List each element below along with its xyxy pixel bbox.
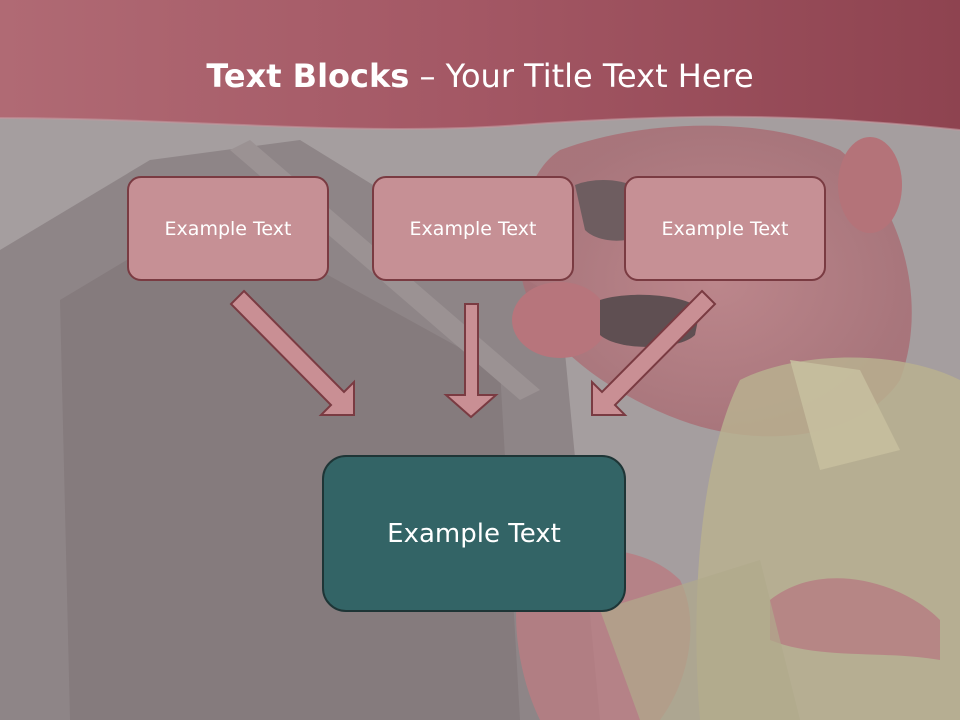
title-bold-part: Text Blocks — [206, 57, 410, 95]
text-block-bottom-label: Example Text — [387, 518, 561, 549]
text-block-center: Example Text — [372, 176, 574, 281]
text-block-right-label: Example Text — [661, 217, 789, 240]
text-block-left-label: Example Text — [164, 217, 292, 240]
slide-title: Text Blocks – Your Title Text Here — [0, 50, 960, 102]
title-regular-part: Your Title Text Here — [445, 57, 754, 95]
text-block-left: Example Text — [127, 176, 329, 281]
text-block-bottom: Example Text — [322, 455, 626, 612]
text-block-right: Example Text — [624, 176, 826, 281]
text-block-center-label: Example Text — [409, 217, 537, 240]
title-separator: – — [409, 57, 446, 95]
